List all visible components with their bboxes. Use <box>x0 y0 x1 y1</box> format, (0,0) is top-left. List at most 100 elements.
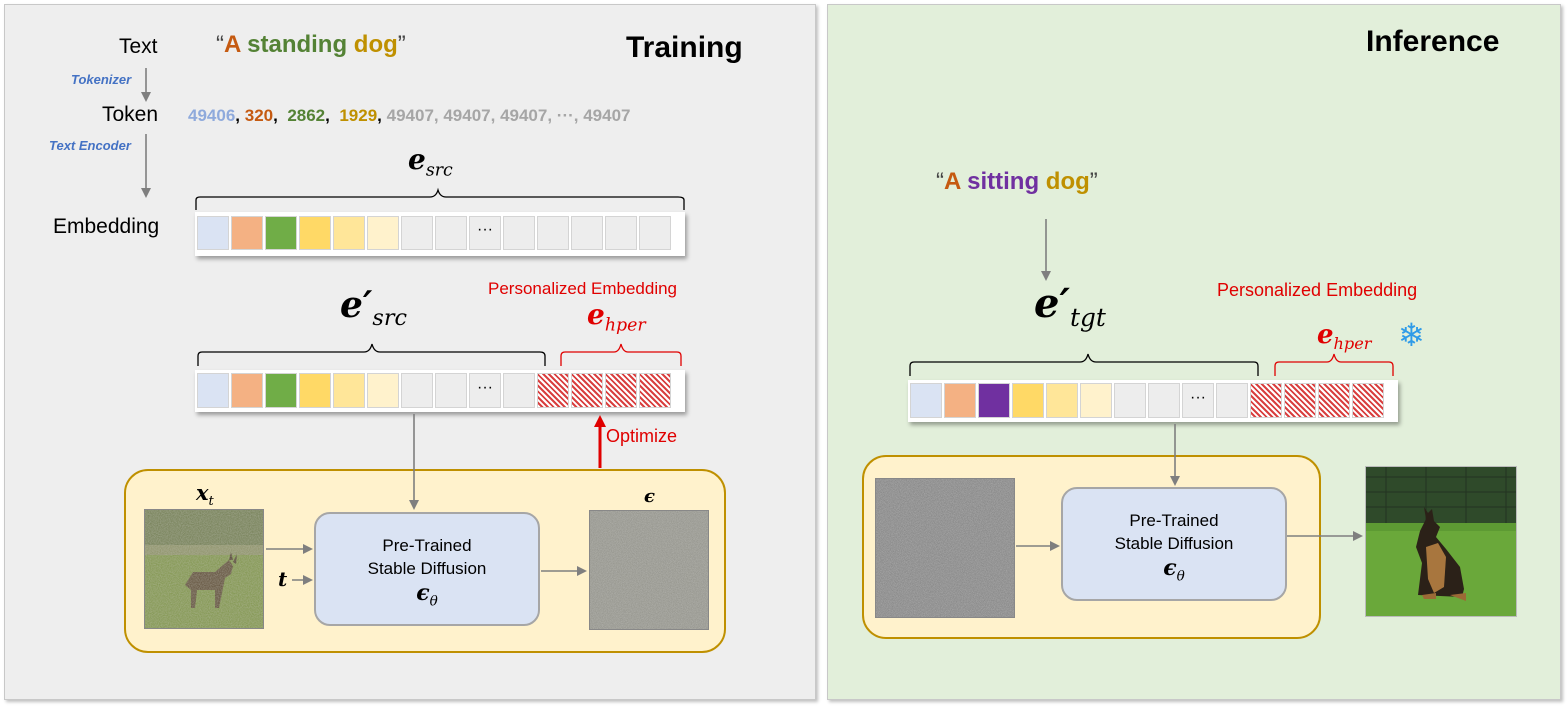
prompt-word-dog: dog <box>353 31 398 58</box>
embedding-cell <box>333 216 365 250</box>
e-hper-symbol: ehper <box>587 298 646 336</box>
t-label: t <box>278 567 288 591</box>
sd-line1: Pre-Trained <box>1129 511 1219 530</box>
token-sequence: 49406, 320, 2862, 1929, 49407, 49407, 49… <box>188 106 631 125</box>
prompt-word-sitting: sitting <box>967 168 1040 195</box>
noise-output-image <box>589 510 709 630</box>
embedding-cell <box>299 373 331 408</box>
prompt-word-a: A <box>224 31 241 58</box>
training-prompt: “A standing dog” <box>216 31 406 59</box>
inference-title: Inference <box>1366 25 1500 58</box>
e-tgt-prime-strip: ··· <box>908 380 1398 422</box>
token-a: 320 <box>244 106 274 125</box>
inference-personalized-label: Personalized Embedding <box>1217 280 1418 300</box>
embedding-cell <box>1284 383 1316 418</box>
embedding-cell: ··· <box>469 373 501 408</box>
inference-prompt: “A sitting dog” <box>936 168 1098 196</box>
embedding-cell <box>197 373 229 408</box>
embedding-cell <box>910 383 942 418</box>
embedding-cell <box>401 216 433 250</box>
embedding-cell <box>571 373 603 408</box>
sitting-dog-output-image <box>1365 466 1517 617</box>
embedding-cell <box>197 216 229 250</box>
token-padding: 49407, 49407, 49407, ···, 49407 <box>386 106 631 125</box>
snowflake-icon: ❄ <box>1398 317 1425 353</box>
optimize-label: Optimize <box>606 426 678 446</box>
embedding-cell <box>944 383 976 418</box>
embedding-cell <box>503 373 535 408</box>
embedding-cell <box>367 216 399 250</box>
prompt-word-standing: standing <box>247 31 348 58</box>
token-label: Token <box>102 103 159 126</box>
embedding-cell <box>537 216 569 250</box>
training-title: Training <box>626 31 743 64</box>
sd-epsilon-theta: ϵθ <box>1163 555 1185 585</box>
text-encoder-label: Text Encoder <box>49 138 131 153</box>
e-src-symbol: esrc <box>408 143 453 181</box>
embedding-cell <box>1318 383 1350 418</box>
tokenizer-label: Tokenizer <box>71 72 132 87</box>
embedding-cell <box>605 216 637 250</box>
sd-line2: Stable Diffusion <box>367 559 487 578</box>
inference-stable-diffusion-box: Pre-Trained Stable Diffusion ϵθ <box>1061 487 1287 601</box>
xt-label: xt <box>196 480 214 510</box>
epsilon-label: ϵ <box>644 486 655 507</box>
embedding-cell <box>1080 383 1112 418</box>
embedding-cell <box>1216 383 1248 418</box>
embedding-cell <box>639 373 671 408</box>
embedding-cell <box>639 216 671 250</box>
embedding-cell <box>978 383 1010 418</box>
token-standing: 2862 <box>287 106 326 125</box>
inference-e-hper-symbol: ehper <box>1317 320 1372 354</box>
e-src-prime-symbol: e′src <box>340 284 408 332</box>
embedding-cell <box>231 216 263 250</box>
sd-line1: Pre-Trained <box>382 536 472 555</box>
open-quote: “ <box>216 31 224 58</box>
close-quote: ” <box>397 31 406 58</box>
personalized-embedding-label: Personalized Embedding <box>488 279 678 298</box>
embedding-cell <box>265 216 297 250</box>
noisy-dog-image <box>144 509 264 629</box>
token-dog: 1929 <box>339 106 378 125</box>
embedding-cell <box>1012 383 1044 418</box>
embedding-cell <box>333 373 365 408</box>
sd-line2: Stable Diffusion <box>1114 534 1234 553</box>
inference-noise-image <box>875 478 1015 618</box>
embedding-strip: ··· <box>195 212 685 256</box>
embedding-cell <box>1250 383 1282 418</box>
embedding-cell <box>265 373 297 408</box>
embedding-label: Embedding <box>53 215 160 238</box>
embedding-cell <box>435 373 467 408</box>
sd-epsilon-theta: ϵθ <box>416 580 438 610</box>
embedding-cell <box>1352 383 1384 418</box>
prompt-word-a: A <box>944 168 961 195</box>
embedding-cell <box>1046 383 1078 418</box>
open-quote: “ <box>936 168 944 195</box>
embedding-cell <box>537 373 569 408</box>
embedding-cell <box>571 216 603 250</box>
prompt-word-dog: dog <box>1045 168 1090 195</box>
e-hper-brace <box>560 343 682 366</box>
embedding-cell: ··· <box>1182 383 1214 418</box>
embedding-cell <box>435 216 467 250</box>
training-stable-diffusion-box: Pre-Trained Stable Diffusion ϵθ <box>314 512 540 626</box>
embedding-cell <box>605 373 637 408</box>
embedding-cell <box>367 373 399 408</box>
e-src-brace <box>195 187 685 210</box>
embedding-cell <box>401 373 433 408</box>
embedding-cell <box>299 216 331 250</box>
e-tgt-prime-symbol: e′tgt <box>1034 280 1106 332</box>
e-tgt-prime-brace <box>909 353 1259 376</box>
embedding-cell <box>1148 383 1180 418</box>
token-start: 49406 <box>188 106 236 125</box>
embedding-cell <box>1114 383 1146 418</box>
inference-e-hper-brace <box>1274 353 1394 376</box>
embedding-cell <box>231 373 263 408</box>
embedding-cell: ··· <box>469 216 501 250</box>
e-src-prime-brace <box>197 343 546 366</box>
text-label: Text <box>119 35 158 58</box>
e-src-prime-strip: ··· <box>195 370 685 412</box>
embedding-cell <box>503 216 535 250</box>
close-quote: ” <box>1089 168 1098 195</box>
